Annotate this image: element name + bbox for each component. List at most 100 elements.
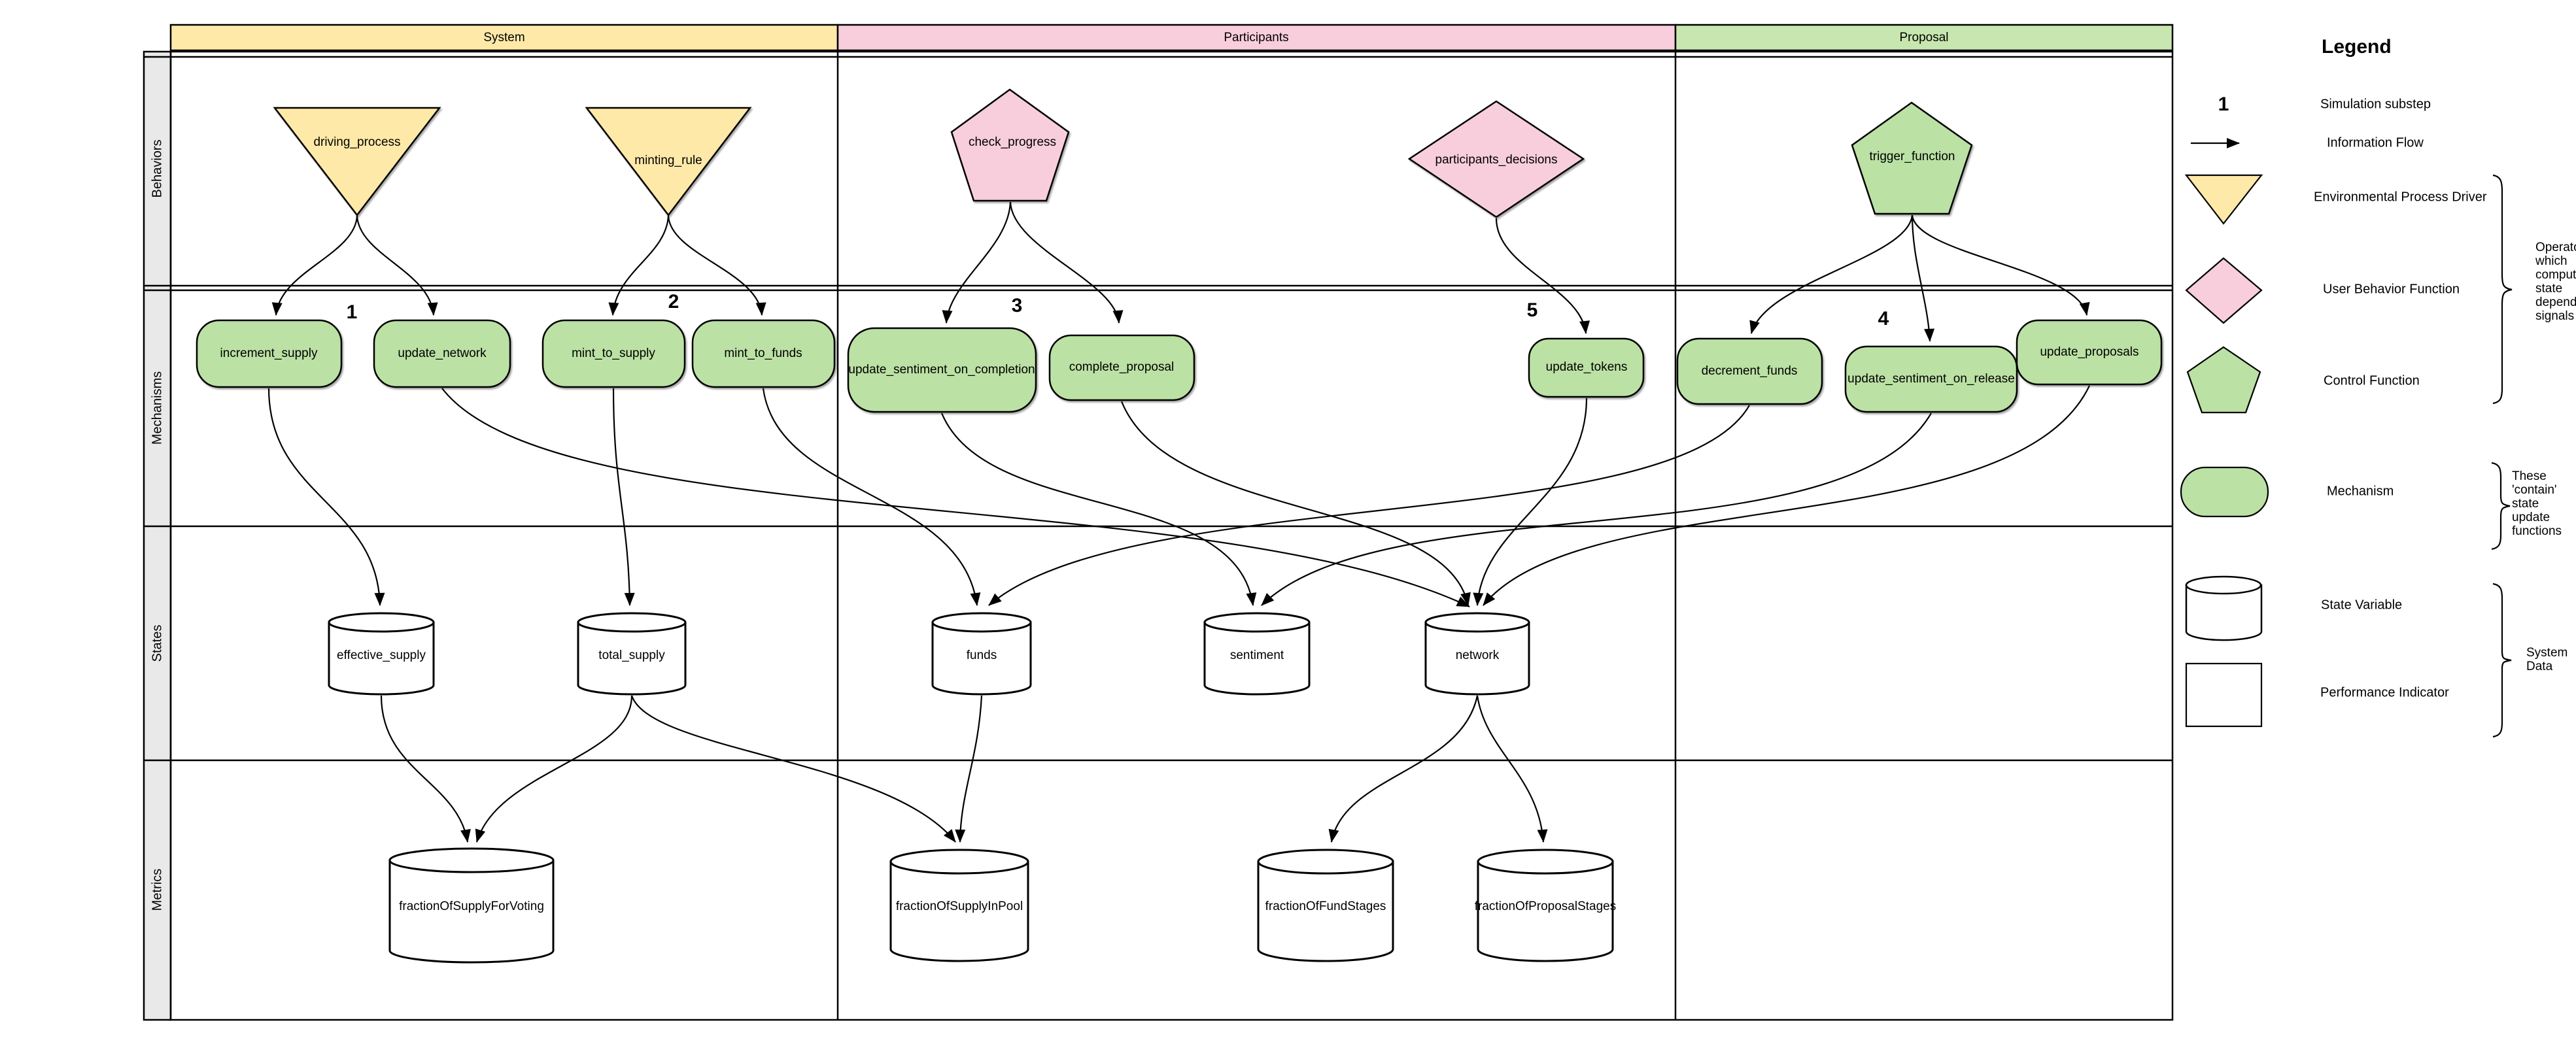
legend-annotation-system-data: System Data xyxy=(2526,646,2568,673)
substep-number-5: 5 xyxy=(1526,299,1538,321)
node-network-cylinder xyxy=(1424,612,1530,696)
legend-annotation-operators: Operators which computes state dependent… xyxy=(2535,241,2576,323)
node-check_progress-pentagon xyxy=(950,88,1070,202)
legend-performance-indicator-square xyxy=(2185,662,2263,728)
node-decrement_funds-label: decrement_funds xyxy=(1701,364,1798,378)
node-trigger_function-pentagon xyxy=(1851,101,1973,215)
legend-title: Legend xyxy=(2322,36,2392,58)
node-participants_decisions-diamond xyxy=(1407,100,1585,218)
edge-decrement_funds-funds xyxy=(988,405,1750,606)
edge-mint_to_supply-total_supply xyxy=(612,388,635,606)
node-trigger_function-label: trigger_function xyxy=(1869,150,1955,163)
lane-header-participants-label: Participants xyxy=(1224,31,1289,44)
node-update_tokens-stadium xyxy=(1528,337,1645,398)
node-decrement_funds-stadium xyxy=(1676,337,1823,405)
edge-update_sentiment_on_release-sentiment xyxy=(1261,413,1932,606)
legend-state-variable-cylinder xyxy=(2185,575,2263,641)
lane-header-system xyxy=(169,24,839,52)
edge-minting_rule-mint_to_funds xyxy=(667,215,766,316)
node-update_tokens-label: update_tokens xyxy=(1545,360,1628,374)
node-minting_rule-triangle xyxy=(585,107,752,217)
legend-brace-system-data xyxy=(2492,582,2512,738)
node-fractionOfSupplyForVoting-cylinder xyxy=(388,847,555,964)
node-increment_supply-stadium xyxy=(196,319,343,388)
node-fractionOfSupplyInPool-cylinder xyxy=(889,849,1029,962)
edge-trigger_function-update_proposals xyxy=(1911,214,2090,316)
mechanism-shapes xyxy=(196,319,2163,413)
node-update_sentiment_on_release-label: update_sentiment_on_release xyxy=(1847,372,2015,386)
node-fractionOfSupplyForVoting-label: fractionOfSupplyForVoting xyxy=(399,900,544,913)
legend-item-mechanism: Mechanism xyxy=(2327,484,2394,499)
node-complete_proposal-label: complete_proposal xyxy=(1069,360,1175,374)
edge-driving_process-increment_supply xyxy=(271,215,358,316)
legend-item-control-function: Control Function xyxy=(2324,373,2420,388)
substep-number-4: 4 xyxy=(1878,308,1889,329)
legend-item-simulation-substep: Simulation substep xyxy=(2320,97,2431,112)
node-driving_process-triangle xyxy=(273,107,441,217)
node-funds-label: funds xyxy=(966,649,997,662)
edge-total_supply-fractionOfSupplyForVoting xyxy=(475,695,633,843)
node-update_network-stadium xyxy=(373,319,511,388)
legend-environmental-driver-triangle xyxy=(2184,174,2263,225)
node-effective_supply-label: effective_supply xyxy=(337,649,426,662)
substep-number-2: 2 xyxy=(668,291,679,312)
node-fractionOfFundStages-cylinder xyxy=(1257,849,1394,962)
legend-mechanism-stadium xyxy=(2180,466,2269,518)
diagram-frame xyxy=(169,50,2174,1021)
legend-brace-mechanism xyxy=(2491,462,2511,550)
edge-network-fractionOfFundStages xyxy=(1328,695,1479,843)
legend-item-environmental-process-driver: Environmental Process Driver xyxy=(2314,190,2487,205)
node-increment_supply-label: increment_supply xyxy=(220,346,318,360)
legend-item-information-flow: Information Flow xyxy=(2327,135,2424,150)
row-label-mechanisms: Mechanisms xyxy=(150,371,165,445)
edge-trigger_function-decrement_funds xyxy=(1749,214,1914,334)
edge-check_progress-update_sentiment_on_completion xyxy=(942,201,1012,324)
node-update_proposals-stadium xyxy=(2016,319,2163,386)
row-label-metrics: Metrics xyxy=(150,868,165,911)
node-fractionOfSupplyInPool-label: fractionOfSupplyInPool xyxy=(895,900,1023,913)
state-shapes xyxy=(328,612,1530,696)
node-fractionOfProposalStages-cylinder xyxy=(1477,849,1614,962)
legend-substep-symbol: 1 xyxy=(2218,93,2229,115)
row-label-behaviors: Behaviors xyxy=(150,139,165,198)
information-flow-edges xyxy=(267,201,2090,843)
edge-check_progress-complete_proposal xyxy=(1009,201,1124,324)
edge-increment_supply-effective_supply xyxy=(267,388,385,606)
node-participants_decisions-label: participants_decisions xyxy=(1435,153,1558,167)
node-driving_process-label: driving_process xyxy=(313,135,401,149)
node-check_progress-label: check_progress xyxy=(968,135,1057,149)
legend-user-behavior-diamond xyxy=(2185,257,2263,324)
metric-shapes xyxy=(388,847,1614,964)
node-update_sentiment_on_completion-label: update_sentiment_on_completion xyxy=(848,363,1035,377)
legend-item-performance-indicator: Performance Indicator xyxy=(2320,685,2449,700)
node-mint_to_funds-stadium xyxy=(691,319,836,388)
swimlane-grid xyxy=(143,24,2174,1021)
edge-total_supply-fractionOfSupplyInPool xyxy=(630,695,956,843)
lane-header-proposal xyxy=(1674,24,2174,52)
legend-item-user-behavior-function: User Behavior Function xyxy=(2323,282,2460,297)
legend-control-function-pentagon xyxy=(2186,346,2261,414)
edge-update_proposals-network xyxy=(1483,385,2090,606)
lane-header-participants xyxy=(836,24,1677,52)
edge-update_sentiment_on_completion-sentiment xyxy=(940,413,1257,606)
node-sentiment-cylinder xyxy=(1203,612,1311,696)
node-mint_to_funds-label: mint_to_funds xyxy=(724,346,802,360)
node-update_sentiment_on_release-stadium xyxy=(1844,345,2018,413)
node-total_supply-cylinder xyxy=(577,612,687,696)
node-effective_supply-cylinder xyxy=(328,612,435,696)
node-minting_rule-label: minting_rule xyxy=(634,154,702,167)
node-fractionOfProposalStages-label: fractionOfProposalStages xyxy=(1474,900,1617,913)
substep-number-1: 1 xyxy=(346,301,358,323)
edge-complete_proposal-network xyxy=(1120,401,1471,606)
edge-update_network-network xyxy=(441,388,1470,607)
edge-trigger_function-update_sentiment_on_release xyxy=(1911,214,1935,342)
legend-shapes xyxy=(2180,138,2513,738)
node-fractionOfFundStages-label: fractionOfFundStages xyxy=(1265,900,1386,913)
node-network-label: network xyxy=(1455,649,1500,662)
edge-driving_process-update_network xyxy=(356,215,438,316)
edge-minting_rule-mint_to_supply xyxy=(608,215,670,316)
edge-update_tokens-network xyxy=(1473,397,1588,606)
lane-header-proposal-label: Proposal xyxy=(1899,31,1949,44)
